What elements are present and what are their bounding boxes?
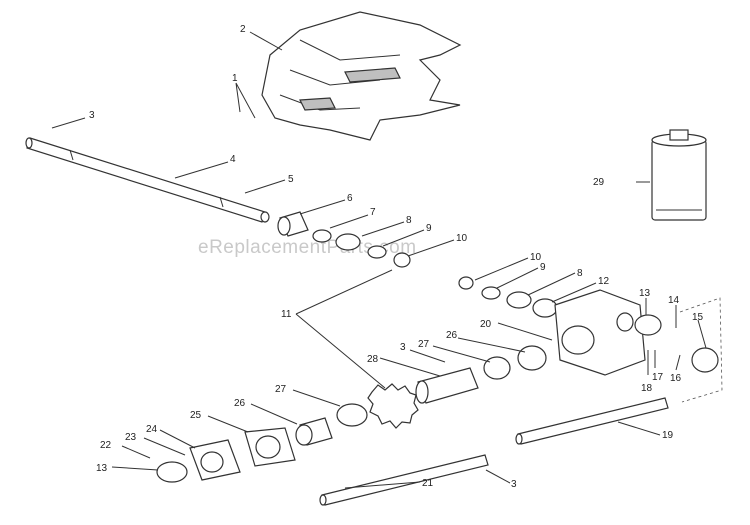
callout-26-upper: 26 [446,330,458,341]
callout-20: 20 [480,319,492,330]
part-10-ring-lower [458,276,474,290]
callout-16: 16 [670,373,682,384]
callout-18: 18 [641,383,653,394]
callout-10-upper: 10 [456,233,468,244]
callout-3-top: 3 [89,110,95,121]
part-13-seal-lower [156,461,188,483]
part-10-ring-upper [393,252,411,268]
callout-2: 2 [240,24,246,35]
callout-27-upper: 27 [418,339,430,350]
callout-13-lower: 13 [96,463,108,474]
callout-9-lower: 9 [540,262,546,273]
part-27-ring-upper [483,356,511,380]
part-2-housing [261,11,462,141]
callout-22: 22 [100,440,112,451]
callout-19: 19 [662,430,674,441]
callout-14: 14 [668,295,680,306]
watermark-text: eReplacementParts.com [198,237,417,258]
callout-8-upper: 8 [406,215,412,226]
part-27-ring-lower [336,403,368,427]
part-26-ring-upper [517,345,547,371]
callout-7: 7 [370,207,376,218]
callout-4: 4 [230,154,236,165]
part-8-ring-upper [335,233,361,251]
part-4-shaft [25,137,270,223]
part-20-gearbox [554,289,646,376]
part-13-seal-upper [634,314,662,336]
callout-10-lower: 10 [530,252,542,263]
callout-25: 25 [190,410,202,421]
callout-27-lower: 27 [275,384,287,395]
callout-5: 5 [288,174,294,185]
callout-11: 11 [281,309,292,320]
part-29-filter [651,129,707,221]
part-7-ring [312,229,332,243]
callout-21: 21 [422,478,434,489]
part-24-flange [189,439,241,481]
callout-6: 6 [347,193,353,204]
part-9-ring-lower [481,286,501,300]
part-19-rod [515,397,669,445]
part-6-bushing [277,211,309,237]
part-8-ring-lower [506,291,532,309]
part-26-bushing-lower [295,417,333,446]
callout-23: 23 [125,432,137,443]
callout-15: 15 [692,312,704,323]
part-15-cap [679,297,723,403]
part-21-rod [319,454,489,506]
callout-8-lower: 8 [577,268,583,279]
leader-lines [51,31,707,489]
part-28-sleeve [415,367,479,404]
part-25-gasket [244,427,296,467]
callout-3-middle: 3 [400,342,406,353]
callout-17: 17 [652,372,664,383]
callout-28: 28 [367,354,379,365]
part-11-sprocket [367,383,419,429]
callout-9-upper: 9 [426,223,432,234]
callout-26-lower: 26 [234,398,246,409]
callout-13-upper: 13 [639,288,651,299]
callout-labels: 1 2 3 4 5 6 7 8 9 10 10 9 8 12 11 13 14 … [89,24,704,490]
callout-3-bottom: 3 [511,479,517,490]
callout-1: 1 [232,73,238,84]
part-16-pin [675,354,681,371]
callout-29: 29 [593,177,605,188]
part-9-ring-upper [367,245,387,259]
callout-12: 12 [598,276,610,287]
callout-24: 24 [146,424,158,435]
